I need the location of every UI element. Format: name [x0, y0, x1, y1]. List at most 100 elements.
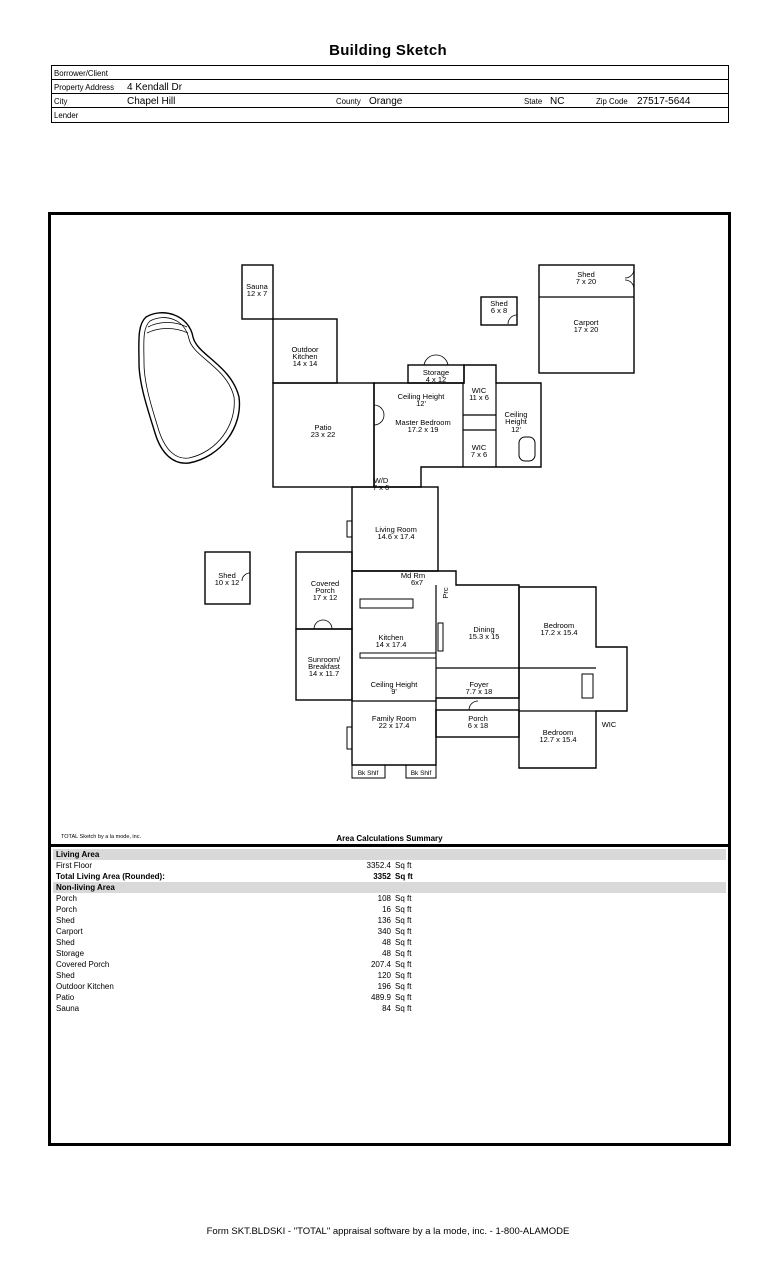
ceiling-main-label: Ceiling Height: [371, 680, 419, 689]
row-unit: Sq ft: [395, 905, 412, 914]
fireplace-family: [346, 726, 353, 750]
ceiling-bath-dim: 12': [511, 425, 521, 434]
sauna-outline: [241, 264, 274, 320]
area-calculations-table: Living Area First Floor 3352.4 Sq ft Tot…: [53, 849, 726, 1014]
shed-left-dim: 10 x 12: [215, 578, 240, 587]
ceiling-master-label: Ceiling Height: [398, 392, 446, 401]
row-unit: Sq ft: [395, 894, 412, 903]
carport-label: Carport: [573, 318, 599, 327]
page-title: Building Sketch: [329, 42, 447, 59]
total-value: 3352: [373, 872, 391, 881]
bedroom-bottom-label: Bedroom: [543, 728, 573, 737]
row-unit: Sq ft: [395, 927, 412, 936]
county-value: Orange: [369, 96, 403, 107]
row-value: 120: [377, 971, 391, 980]
bookshelf-right: [405, 764, 437, 779]
outdoor-kitchen-dim: 14 x 14: [293, 359, 318, 368]
page-footer: Form SKT.BLDSKI - "TOTAL" appraisal soft…: [206, 1226, 570, 1237]
bedroom-wing-outline: [518, 586, 628, 769]
address-row: Property Address 4 Kendall Dr: [52, 80, 728, 94]
carport-outline: [538, 264, 635, 374]
door-swing-shed-small: [507, 314, 518, 325]
row-unit: Sq ft: [395, 982, 412, 991]
row-value: 48: [382, 938, 391, 947]
family-room-dim: 22 x 17.4: [379, 721, 410, 730]
porch-front-dim: 6 x 18: [468, 721, 488, 730]
shed-top-right-dim: 7 x 20: [576, 277, 596, 286]
total-name: Total Living Area (Rounded):: [56, 872, 165, 881]
kitchen-label: Kitchen: [378, 633, 403, 642]
door-swing-storage: [423, 354, 449, 366]
kitchen-counter: [359, 652, 437, 659]
fireplace-left: [346, 520, 353, 538]
kitchen-dim: 14 x 17.4: [376, 640, 407, 649]
row-name: Patio: [56, 993, 75, 1002]
ceiling-master-dim: 12': [416, 399, 426, 408]
state-value: NC: [550, 96, 565, 107]
ceiling-main-dim: 9': [391, 687, 397, 696]
wic-mid-label: WIC: [472, 443, 487, 452]
door-swing-porch: [468, 700, 479, 711]
shed-left-label: Shed: [218, 571, 236, 580]
lender-label: Lender: [54, 110, 79, 120]
covered-porch-label-2: Porch: [315, 586, 335, 595]
wic-top-dim: 11 x 6: [469, 393, 489, 402]
shed-small-outline: [480, 296, 518, 326]
carport-dim: 17 x 20: [574, 325, 599, 334]
door-swing-shed: [624, 268, 635, 290]
pool-shape: [138, 312, 241, 464]
row-unit: Sq ft: [395, 861, 412, 870]
mud-room-label: Md Rm: [401, 571, 425, 580]
total-living-row: Total Living Area (Rounded): 3352 Sq ft: [53, 871, 726, 882]
row-name: Covered Porch: [56, 960, 110, 969]
sunroom-label-2: Breakfast: [308, 662, 341, 671]
bathtub-master: [518, 436, 536, 462]
row-value: 207.4: [370, 960, 391, 969]
family-room-label: Family Room: [372, 714, 416, 723]
shed-left-outline: [204, 551, 251, 605]
row-value: 48: [382, 949, 391, 958]
area-summary-title: Area Calculations Summary: [336, 834, 443, 843]
row-name: Shed: [56, 971, 75, 980]
mud-room-dim: 6x7: [411, 578, 423, 587]
lender-row: Lender: [52, 108, 728, 122]
door-swing-sunroom: [313, 619, 333, 630]
master-bedroom-label: Master Bedroom: [395, 418, 450, 427]
total-unit: Sq ft: [395, 872, 413, 881]
living-area-heading-text: Living Area: [56, 850, 100, 859]
bathtub-bedroom: [581, 673, 594, 699]
city-row: City Chapel Hill County Orange State NC …: [52, 94, 728, 108]
door-swing-patio: [373, 404, 385, 426]
patio-dim: 23 x 22: [311, 430, 336, 439]
door-swing-shed-left: [241, 572, 251, 582]
row-value: 340: [377, 927, 391, 936]
covered-porch-dim: 17 x 12: [313, 593, 338, 602]
row-unit: Sq ft: [395, 916, 412, 925]
patio-label: Patio: [314, 423, 331, 432]
master-bedroom-dim: 17.2 x 19: [408, 425, 439, 434]
nonliving-area-heading: Non-living Area: [53, 882, 726, 893]
row-name: Shed: [56, 916, 75, 925]
borrower-row: Borrower/Client: [52, 66, 728, 80]
row-name: Sauna: [56, 1004, 80, 1013]
row-name: Shed: [56, 938, 75, 947]
borrower-label: Borrower/Client: [54, 68, 108, 78]
county-label: County: [336, 96, 361, 106]
row-value: 16: [382, 905, 391, 914]
dining-label: Dining: [473, 625, 494, 634]
bookshelf-left-label: Bk Shlf: [358, 770, 379, 777]
shed-small-label: Shed: [490, 299, 508, 308]
row-value: 84: [382, 1004, 391, 1013]
nonliving-heading-text: Non-living Area: [56, 883, 115, 892]
row-name: Outdoor Kitchen: [56, 982, 114, 991]
